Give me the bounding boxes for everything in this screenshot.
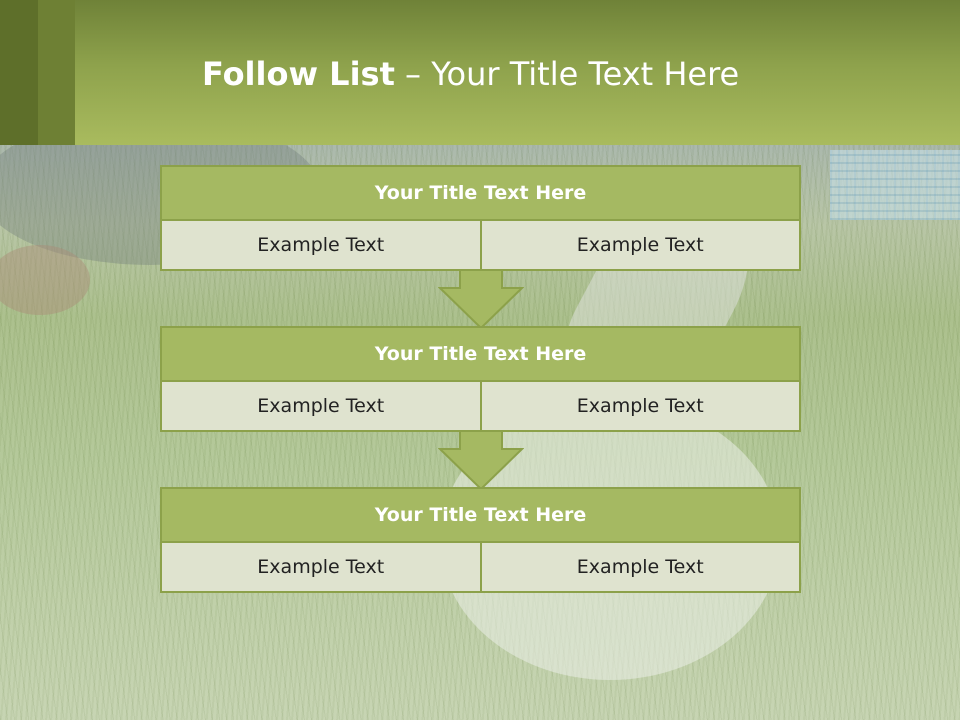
flow-cell-right: Example Text	[479, 382, 801, 432]
down-arrow-icon	[438, 431, 524, 491]
goal-net	[830, 150, 960, 220]
flow-block-title: Your Title Text Here	[160, 487, 801, 543]
down-arrow-icon	[438, 270, 524, 330]
flow-block-1: Your Title Text Here Example Text Exampl…	[160, 165, 801, 271]
flow-cell-left: Example Text	[160, 382, 482, 432]
player-knee	[0, 245, 90, 315]
flow-block-title: Your Title Text Here	[160, 165, 801, 221]
flow-cell-right: Example Text	[479, 543, 801, 593]
slide-title: Follow List – Your Title Text Here	[202, 55, 739, 99]
flow-block-title: Your Title Text Here	[160, 326, 801, 382]
title-separator: –	[394, 55, 432, 93]
header-stripe-mid	[38, 0, 75, 145]
flow-block-row: Example Text Example Text	[160, 382, 801, 432]
header-stripe-dark	[0, 0, 38, 145]
flow-block-3: Your Title Text Here Example Text Exampl…	[160, 487, 801, 593]
flow-cell-left: Example Text	[160, 221, 482, 271]
title-bold: Follow List	[202, 55, 395, 93]
flow-block-2: Your Title Text Here Example Text Exampl…	[160, 326, 801, 432]
flow-block-row: Example Text Example Text	[160, 543, 801, 593]
header-band: Follow List – Your Title Text Here	[0, 0, 960, 145]
title-rest: Your Title Text Here	[431, 55, 740, 93]
flow-cell-right: Example Text	[479, 221, 801, 271]
flow-block-row: Example Text Example Text	[160, 221, 801, 271]
flow-cell-left: Example Text	[160, 543, 482, 593]
